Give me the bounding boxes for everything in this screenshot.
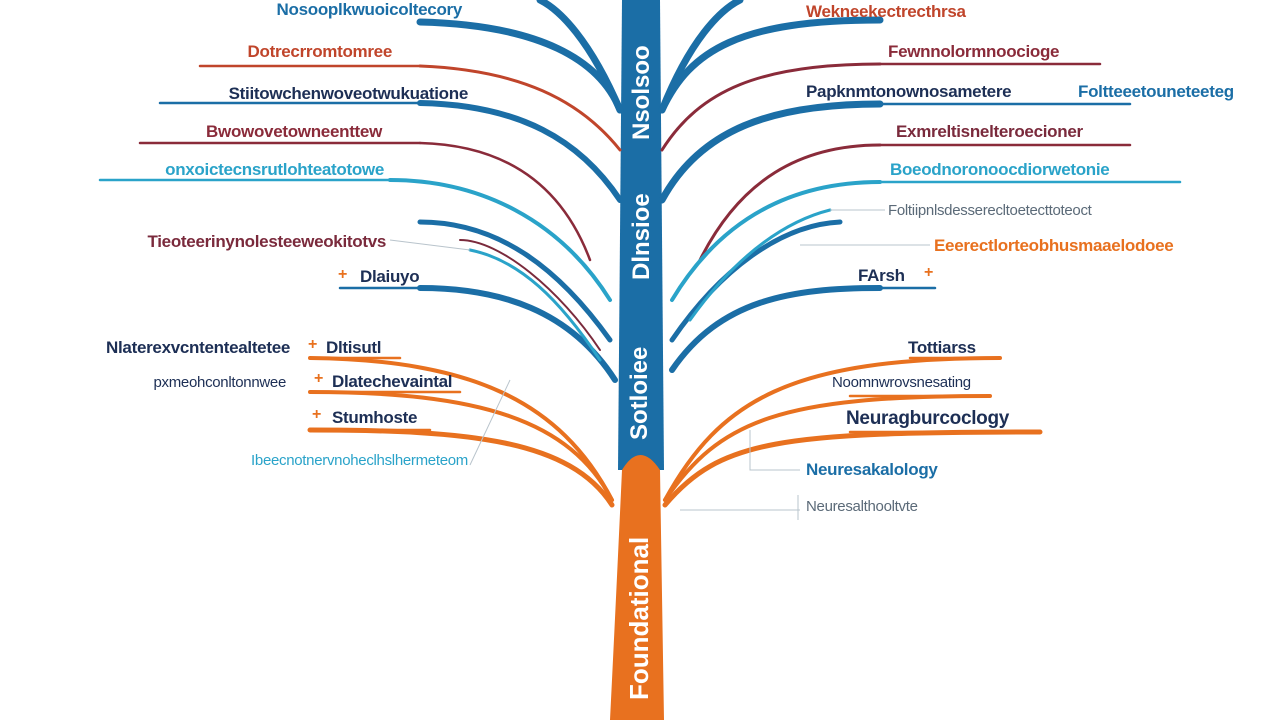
plus-icon: + bbox=[338, 266, 348, 283]
branch-left-9 bbox=[468, 248, 602, 362]
branch-left-o2 bbox=[308, 390, 614, 502]
branch-left-1b bbox=[536, 0, 624, 114]
left-label-4: Bwowovetowneenttew bbox=[206, 122, 382, 141]
branch-left-8 bbox=[417, 285, 618, 383]
right-label-6: Boeodnoronoocdiorwetonie bbox=[890, 160, 1110, 179]
trunk-lower-text: Sotloiee bbox=[626, 346, 653, 440]
branch-right-5 bbox=[670, 180, 882, 302]
right-label-10: Tottiarss bbox=[908, 338, 976, 357]
branch-left-5 bbox=[388, 178, 612, 302]
plus-icon: + bbox=[308, 336, 318, 353]
branch-right-2 bbox=[660, 62, 882, 152]
branch-right-o1 bbox=[663, 356, 1002, 502]
branch-left-2 bbox=[418, 64, 622, 152]
left-label-13: Ibeecnotnervnoheclhslhermeteom bbox=[251, 452, 468, 469]
left-label-10: pxmeohconltonnwee bbox=[153, 374, 287, 391]
trunk-base-text: Foundational bbox=[624, 536, 654, 700]
right-label-5: Exmreltisnelteroecioner bbox=[896, 122, 1083, 141]
plus-icon: + bbox=[924, 264, 934, 281]
branch-right-6 bbox=[669, 219, 843, 343]
branch-right-4 bbox=[698, 143, 882, 262]
left-label-11: Dlatechevaintal bbox=[332, 372, 453, 391]
left-label-6: Tieoteerinynolesteeweokitotvs bbox=[147, 232, 386, 251]
branch-left-3 bbox=[417, 100, 623, 203]
branch-left-7 bbox=[459, 239, 601, 351]
branch-right-8 bbox=[688, 208, 832, 322]
trunk-blue bbox=[618, 0, 664, 470]
trunk-middle-text: Dlnsioe bbox=[628, 193, 655, 280]
right-label-1: Wekneekectrecthrsa bbox=[806, 2, 966, 21]
connector-right-neures bbox=[749, 430, 800, 471]
right-label-8: Eeerectlorteobhusmaaelodoee bbox=[934, 236, 1174, 255]
right-label-13: Neuresakalology bbox=[806, 460, 938, 479]
left-label-8: Nlaterexvcntentealtetee bbox=[106, 338, 290, 357]
right-label-12: Neuragburcoclogy bbox=[846, 408, 1010, 429]
left-label-12: Stumhoste bbox=[332, 408, 418, 427]
right-label-7: Foltiipnlsdesserecltoetecttoteoct bbox=[888, 202, 1092, 219]
right-label-9: FArsh bbox=[858, 266, 905, 285]
branch-right-7 bbox=[669, 285, 883, 373]
branch-right-1b bbox=[658, 0, 744, 114]
right-label-2: Fewnnolormnoocioge bbox=[888, 42, 1060, 61]
branch-left-o1 bbox=[308, 356, 614, 502]
left-label-2: Dotrecrromtomree bbox=[247, 42, 393, 61]
left-label-5: onxoictecnsrutlohteatotowe bbox=[165, 160, 384, 179]
right-label-4: Foltteeetouneteeteg bbox=[1078, 82, 1234, 101]
connector-left-tiee bbox=[389, 239, 471, 251]
branch-left-6 bbox=[417, 219, 613, 343]
right-label-11: Noomnwrovsnesating bbox=[832, 374, 971, 391]
trunk-top-text: Nsolsoo bbox=[628, 45, 655, 140]
plus-icon: + bbox=[314, 370, 324, 387]
left-label-9: Dltisutl bbox=[326, 338, 382, 357]
trunk-orange bbox=[610, 455, 664, 720]
left-label-1: Nosooplkwuoicoltecory bbox=[276, 0, 463, 19]
left-label-7: Dlaiuyo bbox=[360, 267, 420, 286]
branch-right-o2 bbox=[663, 394, 992, 502]
connector-left-ibe bbox=[469, 379, 511, 466]
right-label-3: Papknmtonownosametere bbox=[806, 82, 1012, 101]
plus-icon: + bbox=[312, 406, 322, 423]
right-label-14: Neuresalthooltvte bbox=[806, 498, 918, 515]
left-label-3: Stiitowchenwoveotwukuatione bbox=[228, 84, 469, 103]
branch-right-3 bbox=[658, 100, 884, 204]
branch-left-4 bbox=[418, 141, 592, 262]
